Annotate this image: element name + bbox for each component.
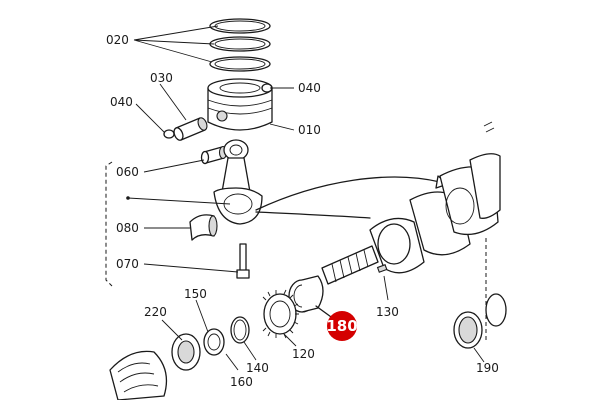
reference-dot: [126, 196, 130, 200]
crank-gear: [262, 289, 299, 339]
label-130: 130: [376, 305, 399, 319]
label-080: 080: [116, 221, 139, 235]
leader-lines: [127, 25, 485, 371]
crankshaft: [321, 153, 501, 285]
piston: [207, 78, 273, 131]
crank-bushing: [288, 275, 324, 313]
highlight-callout[interactable]: 180: [326, 311, 358, 341]
highlight-badge[interactable]: [327, 311, 357, 341]
label-030: 030: [150, 71, 173, 85]
label-040-right: 040: [298, 81, 321, 95]
crank-pin-bearing: [189, 214, 218, 241]
main-bearing-front: [453, 311, 483, 349]
label-020: 020: [106, 33, 129, 47]
label-040-left: 040: [110, 95, 133, 109]
label-190: 190: [476, 361, 499, 375]
rod-bolt: [236, 243, 250, 279]
label-150: 150: [184, 287, 207, 301]
assembly-arrow: [255, 176, 441, 211]
label-160: 160: [230, 375, 253, 389]
crank-pulley: [109, 333, 201, 400]
collar: [203, 328, 225, 356]
piston-rings: [209, 18, 271, 72]
connecting-rod: [213, 139, 263, 225]
small-end-bushing: [200, 145, 228, 165]
group-bracket: [105, 161, 113, 287]
block-mark: [483, 121, 495, 133]
label-140: 140: [246, 361, 269, 375]
label-010: 010: [298, 123, 321, 137]
label-060: 060: [116, 165, 139, 179]
main-bearing-rear: [485, 293, 507, 327]
label-220: 220: [144, 305, 167, 319]
label-120: 120: [292, 347, 315, 361]
highlight-label: 180: [326, 317, 357, 335]
label-070: 070: [116, 257, 139, 271]
o-ring: [230, 316, 250, 344]
circlip-left: [163, 129, 175, 139]
assembly-arrow-2: [255, 211, 371, 219]
piston-pin: [173, 117, 208, 141]
